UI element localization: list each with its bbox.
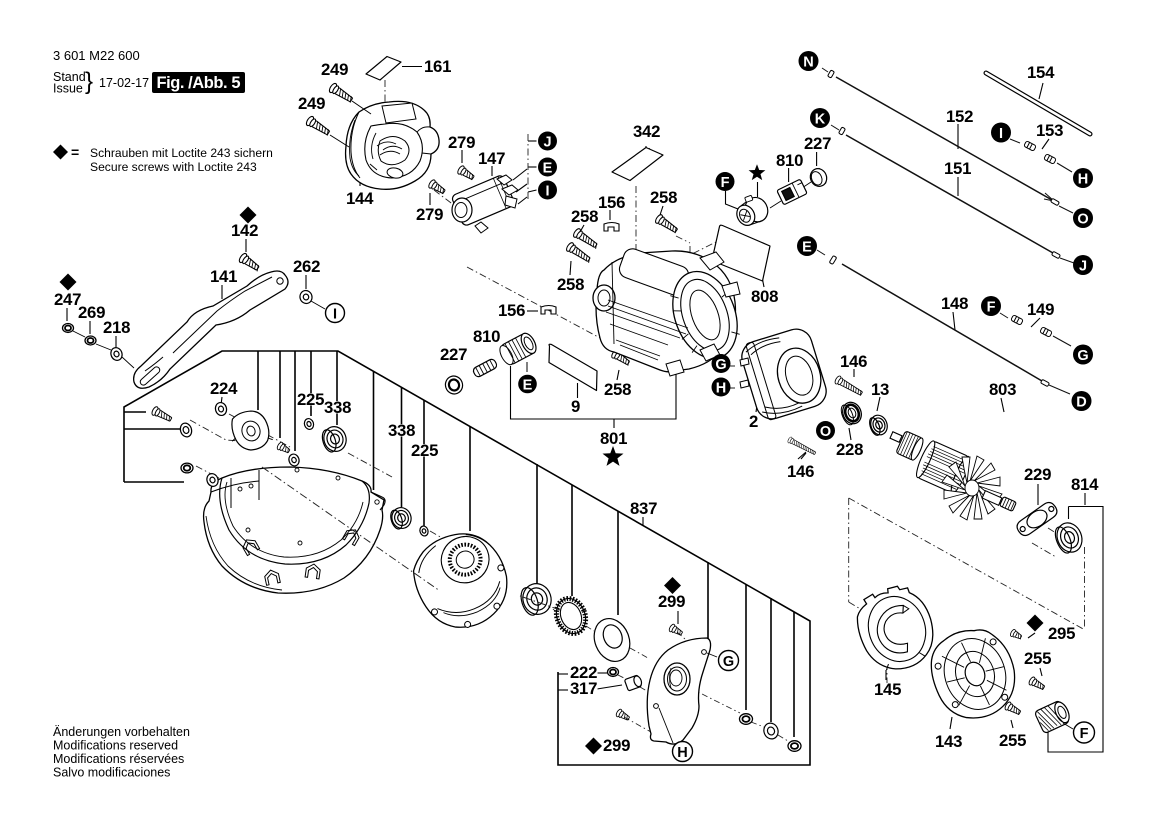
svg-text:O: O xyxy=(820,424,831,440)
svg-text:247: 247 xyxy=(54,290,81,309)
svg-text:228: 228 xyxy=(836,440,863,459)
svg-text:Fig. /Abb. 5: Fig. /Abb. 5 xyxy=(157,74,241,92)
svg-text:147: 147 xyxy=(478,149,505,168)
svg-text:145: 145 xyxy=(874,680,901,699)
svg-text:152: 152 xyxy=(946,107,973,126)
svg-text:227: 227 xyxy=(804,134,831,153)
svg-text:F: F xyxy=(1080,726,1089,742)
svg-text:146: 146 xyxy=(840,352,867,371)
svg-text:258: 258 xyxy=(650,188,677,207)
svg-text:I: I xyxy=(333,306,337,322)
svg-text:146: 146 xyxy=(787,462,814,481)
svg-text:3 601 M22 600: 3 601 M22 600 xyxy=(53,48,140,63)
svg-text:G: G xyxy=(1077,348,1088,364)
svg-text:G: G xyxy=(723,654,734,670)
svg-text:I: I xyxy=(999,126,1003,142)
svg-text:144: 144 xyxy=(346,189,374,208)
svg-text:J: J xyxy=(1079,258,1087,274)
svg-text:161: 161 xyxy=(424,57,451,76)
svg-text:13: 13 xyxy=(871,380,889,399)
svg-text:D: D xyxy=(1076,394,1086,410)
svg-text:338: 338 xyxy=(324,398,351,417)
svg-text:Salvo modificaciones: Salvo modificaciones xyxy=(53,766,170,780)
svg-text:H: H xyxy=(677,745,687,761)
svg-text:803: 803 xyxy=(989,380,1016,399)
svg-text:H: H xyxy=(1078,171,1088,187)
svg-text:258: 258 xyxy=(557,275,584,294)
svg-text:801: 801 xyxy=(600,429,627,448)
svg-text:E: E xyxy=(802,239,812,255)
svg-text:279: 279 xyxy=(448,133,475,152)
svg-text:295: 295 xyxy=(1048,624,1075,643)
svg-text:Stand: Stand xyxy=(53,70,86,84)
svg-text:317: 317 xyxy=(570,679,597,698)
svg-text:17-02-17: 17-02-17 xyxy=(99,76,149,90)
svg-text:224: 224 xyxy=(210,379,238,398)
svg-text:E: E xyxy=(523,377,533,393)
svg-text:837: 837 xyxy=(630,499,657,518)
svg-text:Secure screws with Loctite 243: Secure screws with Loctite 243 xyxy=(90,160,257,174)
svg-text:225: 225 xyxy=(411,441,438,460)
svg-text:279: 279 xyxy=(416,205,443,224)
svg-text:227: 227 xyxy=(440,345,467,364)
svg-text:=: = xyxy=(71,144,79,160)
svg-text:H: H xyxy=(716,380,726,396)
svg-text:149: 149 xyxy=(1027,300,1054,319)
svg-text:810: 810 xyxy=(776,151,803,170)
svg-text:F: F xyxy=(721,175,730,191)
svg-text:218: 218 xyxy=(103,318,130,337)
svg-text:342: 342 xyxy=(633,122,660,141)
svg-text:338: 338 xyxy=(388,421,415,440)
svg-text:269: 269 xyxy=(78,303,105,322)
svg-text:229: 229 xyxy=(1024,465,1051,484)
svg-text:Issue: Issue xyxy=(53,82,83,96)
svg-text:142: 142 xyxy=(231,221,258,240)
svg-text:143: 143 xyxy=(935,732,962,751)
svg-text:}: } xyxy=(85,68,93,95)
svg-text:225: 225 xyxy=(297,390,324,409)
svg-text:9: 9 xyxy=(571,397,580,416)
svg-text:258: 258 xyxy=(571,207,598,226)
svg-text:156: 156 xyxy=(598,193,625,212)
svg-text:151: 151 xyxy=(944,159,971,178)
svg-text:G: G xyxy=(715,357,726,373)
svg-text:Modifications réservées: Modifications réservées xyxy=(53,752,184,766)
svg-text:141: 141 xyxy=(210,267,237,286)
svg-text:249: 249 xyxy=(298,94,325,113)
svg-text:156: 156 xyxy=(498,301,525,320)
svg-text:F: F xyxy=(987,299,996,315)
svg-text:808: 808 xyxy=(751,287,778,306)
svg-text:299: 299 xyxy=(603,736,630,755)
svg-text:K: K xyxy=(815,111,826,127)
svg-text:E: E xyxy=(543,160,553,176)
svg-text:153: 153 xyxy=(1036,121,1063,140)
svg-text:Modifications reserved: Modifications reserved xyxy=(53,739,178,753)
svg-text:255: 255 xyxy=(999,731,1026,750)
svg-text:I: I xyxy=(545,183,549,199)
svg-text:J: J xyxy=(543,134,551,150)
svg-text:O: O xyxy=(1077,211,1088,227)
svg-text:148: 148 xyxy=(941,294,968,313)
svg-text:2: 2 xyxy=(749,412,758,431)
svg-text:Änderungen vorbehalten: Änderungen vorbehalten xyxy=(53,725,190,739)
svg-text:814: 814 xyxy=(1071,475,1099,494)
svg-text:222: 222 xyxy=(570,663,597,682)
svg-text:255: 255 xyxy=(1024,649,1051,668)
svg-text:249: 249 xyxy=(321,60,348,79)
svg-text:N: N xyxy=(803,54,813,70)
svg-text:154: 154 xyxy=(1027,63,1055,82)
svg-text:258: 258 xyxy=(604,380,631,399)
svg-text:Schrauben mit Loctite 243 sich: Schrauben mit Loctite 243 sichern xyxy=(90,146,273,160)
svg-text:262: 262 xyxy=(293,257,320,276)
svg-text:299: 299 xyxy=(658,592,685,611)
svg-text:810: 810 xyxy=(473,327,500,346)
